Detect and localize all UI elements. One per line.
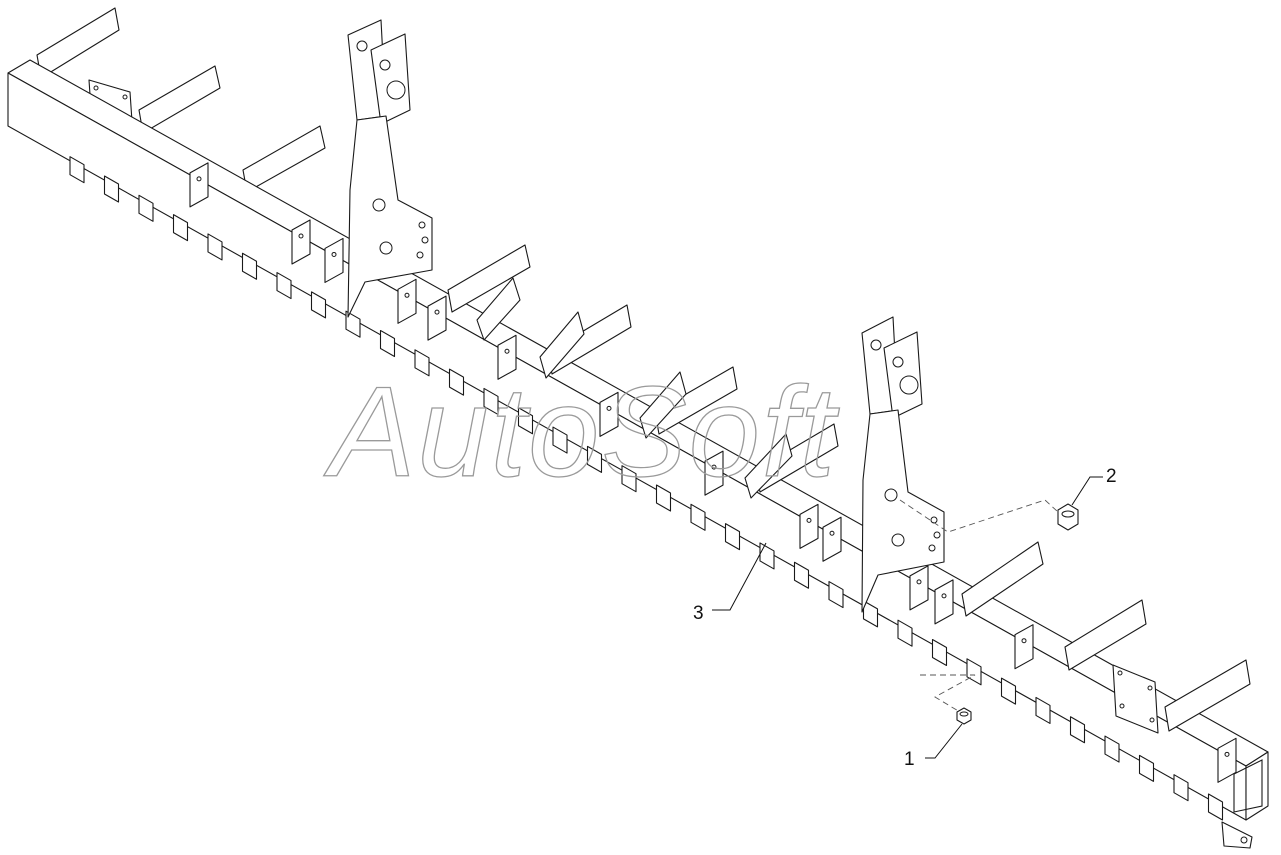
- beam-lug: [414, 349, 430, 377]
- tab-hole: [1021, 638, 1027, 644]
- beam-lug: [1207, 793, 1224, 821]
- beam-tab: [1014, 624, 1034, 670]
- beam-lug: [69, 156, 85, 184]
- beam-lug: [138, 194, 154, 222]
- callout-2: 2: [1106, 466, 1117, 487]
- leader-line-3: [712, 542, 767, 611]
- beam-tab: [497, 334, 517, 380]
- tab-hole: [298, 233, 304, 239]
- beam-tab: [427, 295, 447, 341]
- tab-hole: [434, 309, 440, 315]
- callout-1: 1: [904, 749, 915, 770]
- assembly-lines: [899, 499, 1059, 713]
- beam-tab: [934, 579, 954, 625]
- tab-hole: [941, 593, 947, 599]
- beam-tab: [599, 391, 619, 437]
- leader-line-1: [925, 723, 963, 759]
- beam-tab: [704, 450, 724, 496]
- beam-lug: [724, 523, 741, 551]
- tab-hole: [1224, 751, 1230, 757]
- beam-lug: [586, 445, 603, 473]
- beam-lug: [310, 291, 327, 319]
- tab-hole: [711, 464, 717, 470]
- beam-lug: [897, 619, 913, 647]
- beam-lug: [1138, 754, 1155, 782]
- tab-hole: [916, 579, 922, 585]
- beam-lug: [448, 368, 465, 396]
- middle-plates: [447, 244, 1251, 734]
- beam-lug: [621, 465, 637, 493]
- leader-line-2: [1071, 476, 1103, 506]
- tab-hole: [829, 530, 835, 536]
- beam-lug: [862, 600, 879, 628]
- beam-lug: [172, 214, 189, 242]
- beam-lug: [1069, 716, 1086, 744]
- beam-lug: [793, 561, 810, 589]
- watermark: AutoSoft: [323, 361, 839, 504]
- beam-lug: [207, 233, 223, 261]
- tab-hole: [606, 405, 612, 411]
- left-hitch-bracket: [347, 19, 433, 318]
- beam-lug: [345, 310, 361, 338]
- beam-lug: [966, 658, 982, 686]
- beam-lug: [276, 272, 292, 300]
- right-hitch-bracket: [861, 316, 945, 613]
- beam-lug: [379, 329, 396, 358]
- tab-hole: [806, 517, 812, 523]
- beam-lug: [517, 407, 534, 435]
- beam-tab: [189, 162, 209, 208]
- beam-tab: [291, 219, 311, 265]
- beam-tab: [799, 503, 819, 549]
- beam-lug: [552, 426, 568, 454]
- beam-lug: [1000, 677, 1017, 705]
- beam-lug: [931, 638, 948, 667]
- tab-hole: [196, 176, 202, 182]
- tab-hole: [504, 348, 510, 354]
- tab-hole: [404, 292, 410, 298]
- beam-tab: [397, 278, 417, 324]
- beam-lug: [1104, 735, 1120, 763]
- beam-lug: [655, 484, 672, 512]
- beam-lugs: [69, 156, 1224, 821]
- beam-tab: [324, 237, 344, 283]
- beam-lug: [828, 581, 844, 609]
- beam-lug: [241, 252, 258, 280]
- beam-lug: [103, 175, 120, 203]
- tab-hole: [331, 251, 337, 257]
- beam-lug: [483, 387, 499, 416]
- beam-tab: [822, 516, 842, 562]
- nut-part-2: [1057, 503, 1079, 531]
- beam-tabs: [189, 162, 1237, 783]
- beam-tab: [1217, 737, 1237, 783]
- callout-3: 3: [693, 603, 704, 624]
- beam-lug: [1035, 696, 1051, 724]
- beam-lug: [690, 503, 706, 531]
- beam-tab: [909, 565, 929, 611]
- bolt-part-1: [956, 707, 972, 725]
- beam-lug: [1173, 774, 1189, 802]
